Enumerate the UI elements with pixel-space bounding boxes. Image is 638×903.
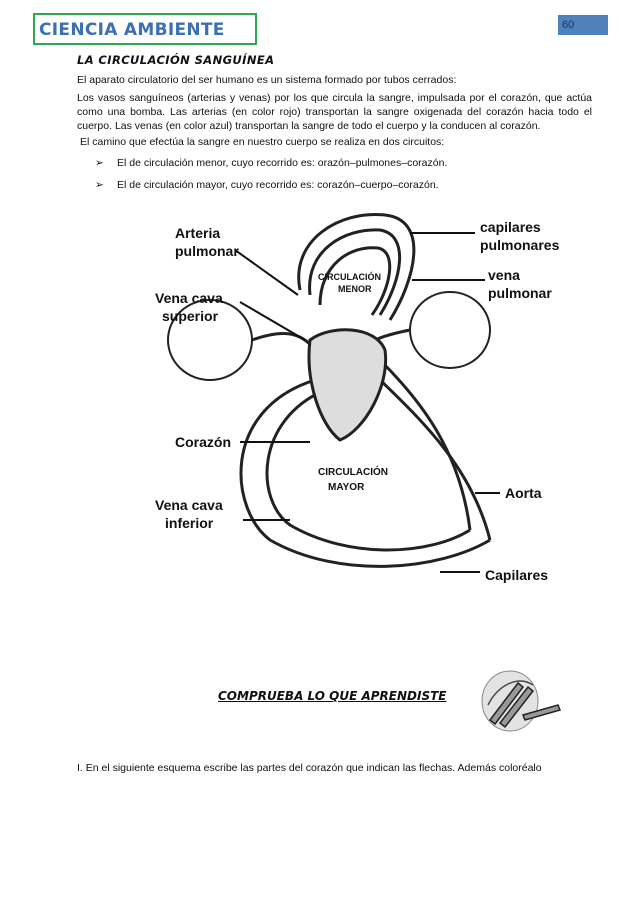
label-capilares-pulmonares-1: capilares xyxy=(480,219,541,235)
label-vena-cava-inferior-2: inferior xyxy=(165,515,214,531)
label-circulacion-menor-2: MENOR xyxy=(338,284,372,294)
left-vessel xyxy=(252,333,315,350)
label-aorta: Aorta xyxy=(505,485,542,501)
header-box: CIENCIA AMBIENTE xyxy=(33,13,257,45)
bullet-item-menor: ➢El de circulación menor, cuyo recorrido… xyxy=(95,157,447,169)
quiz-title: COMPRUEBA LO QUE APRENDISTE xyxy=(218,689,446,703)
quiz-question: I. En el siguiente esquema escribe las p… xyxy=(77,762,542,774)
paragraph-vessels: Los vasos sanguíneos (arterias y venas) … xyxy=(77,91,592,133)
label-vena-cava-superior-1: Vena cava xyxy=(155,290,223,306)
label-vena-pulmonar-1: vena xyxy=(488,267,520,283)
page-number: 60 xyxy=(558,15,608,35)
pencils-icon xyxy=(478,665,568,735)
paragraph-circuits: El camino que efectúa la sangre en nuest… xyxy=(80,135,595,149)
label-capilares: Capilares xyxy=(485,567,548,583)
aorta-vessel xyxy=(370,370,490,540)
bullet-item-mayor: ➢El de circulación mayor, cuyo recorrido… xyxy=(95,179,439,191)
label-corazon: Corazón xyxy=(175,434,231,450)
paragraph-intro: El aparato circulatorio del ser humano e… xyxy=(77,73,592,87)
label-arteria-pulmonar-2: pulmonar xyxy=(175,243,239,259)
label-circulacion-mayor-1: CIRCULACIÓN xyxy=(318,465,388,478)
aorta-vessel-inner xyxy=(380,360,470,530)
label-arteria-pulmonar-1: Arteria xyxy=(175,225,220,241)
section-title: LA CIRCULACIÓN SANGUÍNEA xyxy=(77,53,274,67)
label-vena-cava-inferior-1: Vena cava xyxy=(155,497,223,513)
arrow-bullet-icon: ➢ xyxy=(95,157,117,169)
bullet-text: El de circulación menor, cuyo recorrido … xyxy=(117,157,447,169)
pulmonary-loop-outer xyxy=(299,214,414,320)
label-vena-cava-superior-2: superior xyxy=(162,308,219,324)
right-capillary-bed xyxy=(410,292,490,368)
label-circulacion-menor-1: CIRCULACIÓN xyxy=(318,271,381,282)
header-title: CIENCIA AMBIENTE xyxy=(39,20,225,40)
label-capilares-pulmonares-2: pulmonares xyxy=(480,237,560,253)
heart-shape xyxy=(309,330,386,440)
bullet-text: El de circulación mayor, cuyo recorrido … xyxy=(117,179,439,191)
arrow-bullet-icon: ➢ xyxy=(95,179,117,191)
label-circulacion-mayor-2: MAYOR xyxy=(328,482,365,493)
circulation-diagram: Arteria pulmonar capilares pulmonares ve… xyxy=(140,210,560,590)
label-vena-pulmonar-2: pulmonar xyxy=(488,285,552,301)
